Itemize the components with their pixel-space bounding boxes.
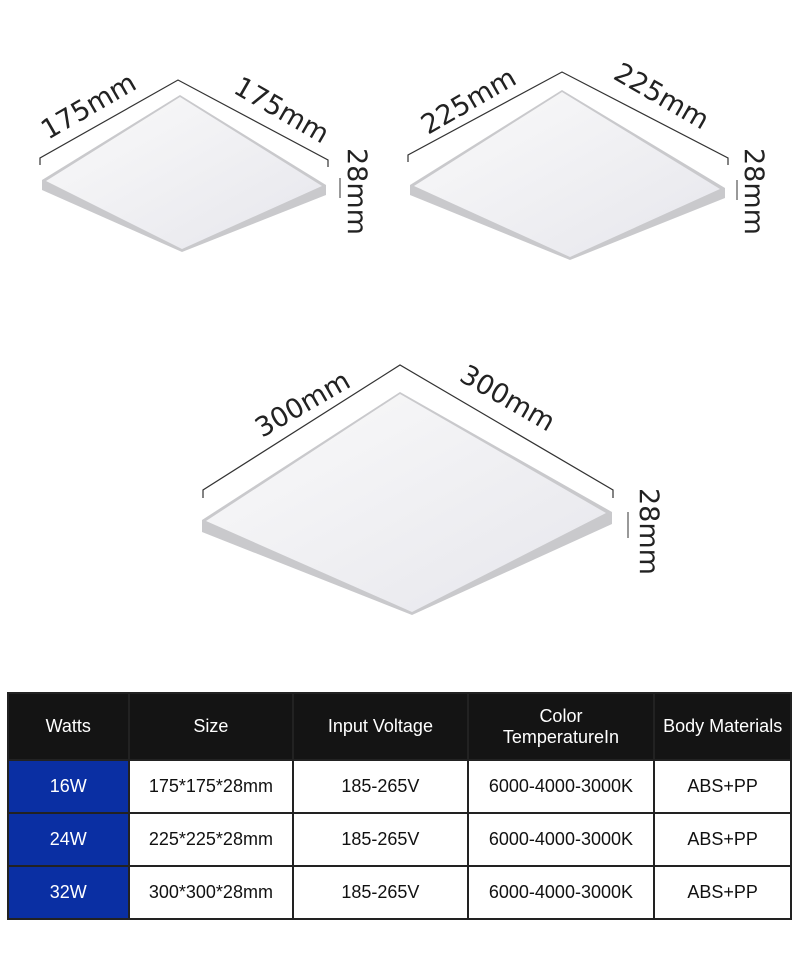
panel-large-depth: 300mm [455, 359, 561, 438]
table-row: 16W 175*175*28mm 185-265V 6000-4000-3000… [7, 759, 792, 814]
panel-medium-height: 28mm [738, 148, 769, 235]
table-row: 32W 300*300*28mm 185-265V 6000-4000-3000… [7, 865, 792, 920]
header-color-temperature: Color TemperatureIn [466, 692, 656, 761]
header-input-voltage: Input Voltage [292, 692, 469, 761]
table-row: 24W 225*225*28mm 185-265V 6000-4000-3000… [7, 812, 792, 867]
cell-size: 175*175*28mm [127, 759, 295, 814]
cell-voltage: 185-265V [292, 812, 469, 867]
header-body-materials: Body Materials [653, 692, 792, 761]
cell-color-temp: 6000-4000-3000K [466, 812, 656, 867]
cell-color-temp: 6000-4000-3000K [466, 865, 656, 920]
panel-illustrations: 175mm 175mm 28mm 225mm 225mm 28mm 300mm … [36, 57, 769, 615]
cell-material: ABS+PP [653, 759, 792, 814]
header-watts: Watts [7, 692, 130, 761]
cell-voltage: 185-265V [292, 759, 469, 814]
panel-small-height: 28mm [341, 148, 372, 235]
panel-large: 300mm 300mm 28mm [202, 359, 664, 615]
panel-medium: 225mm 225mm 28mm [407, 57, 769, 260]
cell-watts: 16W [7, 759, 130, 814]
table-header-row: Watts Size Input Voltage Color Temperatu… [7, 692, 792, 761]
cell-watts: 24W [7, 812, 130, 867]
header-size: Size [127, 692, 295, 761]
cell-size: 300*300*28mm [127, 865, 295, 920]
spec-table: Watts Size Input Voltage Color Temperatu… [7, 692, 792, 920]
cell-material: ABS+PP [653, 865, 792, 920]
cell-color-temp: 6000-4000-3000K [466, 759, 656, 814]
cell-size: 225*225*28mm [127, 812, 295, 867]
cell-material: ABS+PP [653, 812, 792, 867]
panel-medium-depth: 225mm [609, 57, 715, 136]
panel-small: 175mm 175mm 28mm [36, 67, 372, 252]
cell-watts: 32W [7, 865, 130, 920]
cell-voltage: 185-265V [292, 865, 469, 920]
panel-large-height: 28mm [633, 488, 664, 575]
